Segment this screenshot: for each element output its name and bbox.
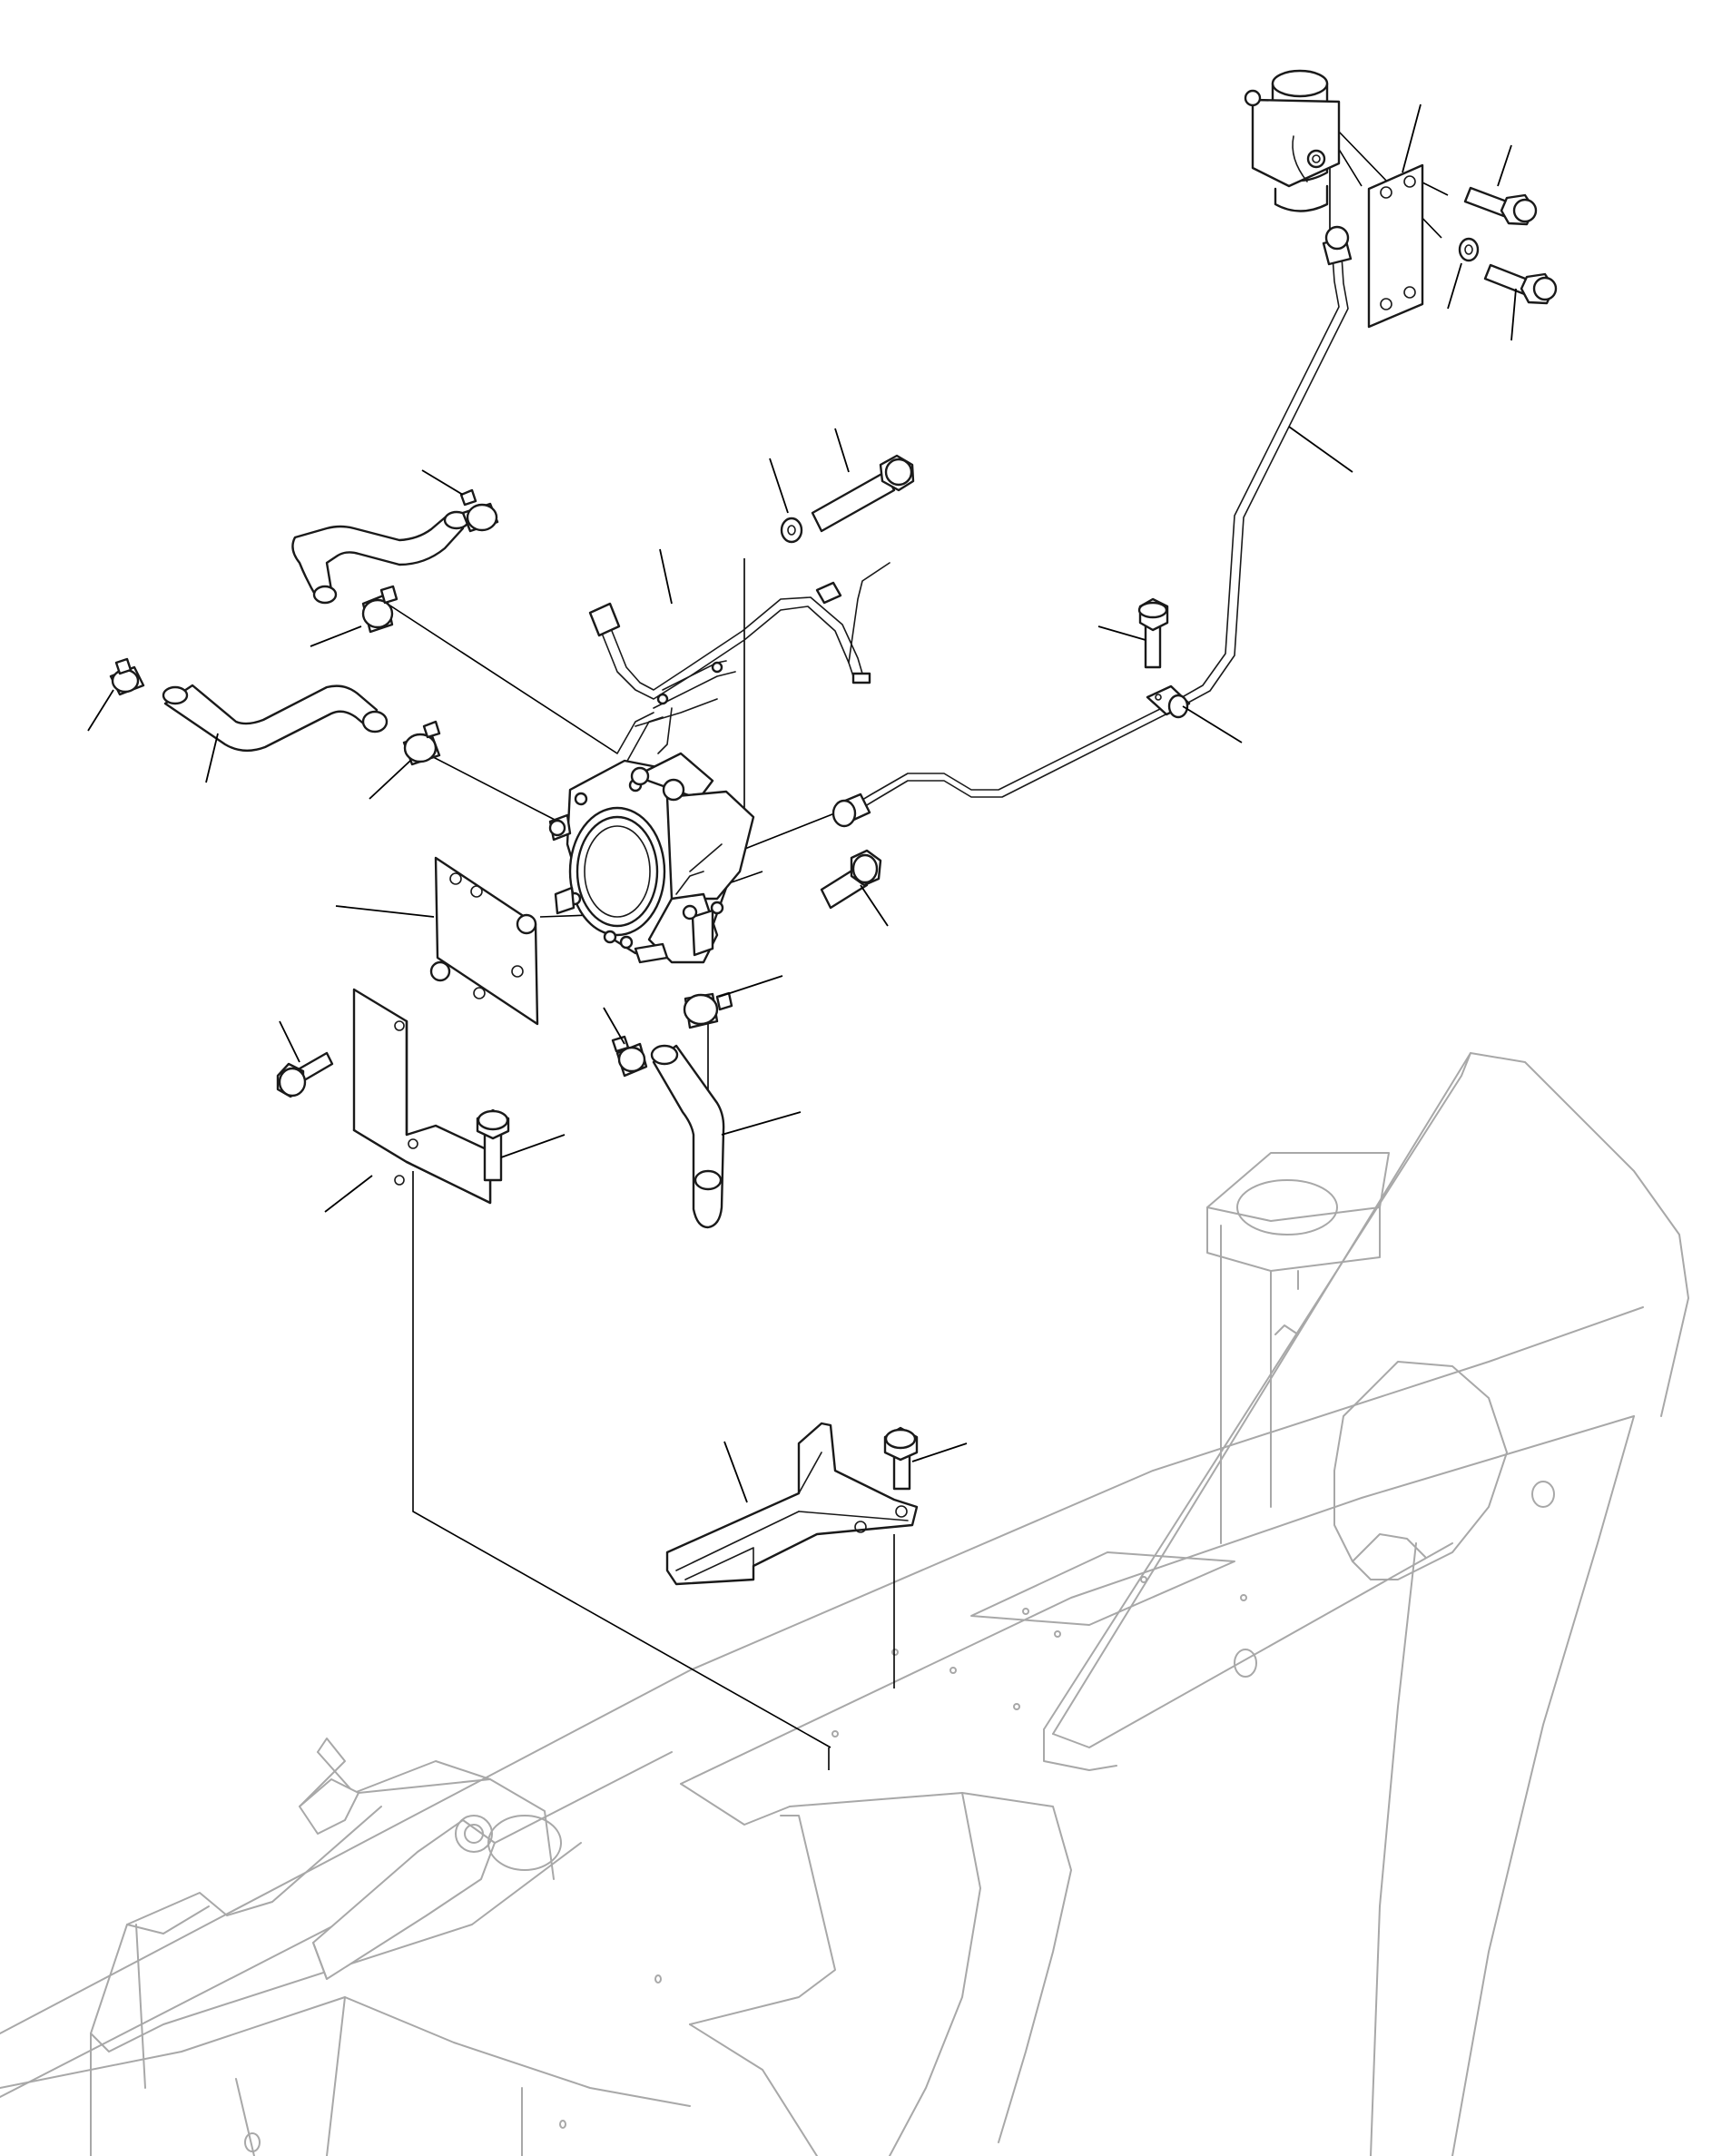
cover-bolt xyxy=(883,1426,919,1491)
solenoid-bracket-plate xyxy=(1367,163,1424,329)
machine-frame-outline xyxy=(0,1052,1689,2156)
bracket-bolt-left xyxy=(276,1051,334,1098)
top-washer xyxy=(780,517,803,544)
middle-hose xyxy=(162,684,389,752)
pipe-clip xyxy=(1146,684,1191,719)
leader-side-bolt xyxy=(860,884,889,927)
angle-bracket xyxy=(352,988,492,1205)
long-fuel-pipe xyxy=(831,225,1353,828)
leader-cover-bolt xyxy=(911,1442,968,1462)
side-mounting-bolt xyxy=(820,849,882,910)
leader-bolt-lower xyxy=(1510,288,1517,341)
leader-mounting-plate xyxy=(335,905,435,918)
leader-clamp-1 xyxy=(421,469,464,496)
leader-bracket-bolt-left xyxy=(279,1020,300,1063)
leader-cover-bracket xyxy=(723,1441,748,1503)
hose-clamp-2 xyxy=(361,585,398,634)
leader-bracket-bolt-right xyxy=(500,1134,566,1158)
leader-bolt-upper xyxy=(1497,144,1512,187)
callout-leaders xyxy=(87,103,1517,1503)
lower-hose xyxy=(650,1044,725,1229)
leader-angle-bracket xyxy=(324,1175,373,1213)
leader-clamp-2 xyxy=(310,625,362,647)
leader-long-bolt xyxy=(834,428,850,473)
leader-pipe-clip xyxy=(1182,705,1243,743)
bracket-bolt-right xyxy=(476,1108,510,1182)
hose-clamp-5 xyxy=(683,991,733,1029)
solenoid-bolt-lower xyxy=(1483,263,1558,305)
leader-fuel-pipe xyxy=(1288,426,1353,473)
fuel-cut-solenoid xyxy=(1244,69,1341,212)
frame-cover-bracket xyxy=(665,1422,919,1586)
clip-bolt xyxy=(1137,597,1169,669)
leader-lower-hose xyxy=(721,1111,802,1136)
leader-clamp-5 xyxy=(718,975,783,998)
mounting-plate xyxy=(429,856,539,1026)
solenoid-washer xyxy=(1458,237,1480,262)
leader-bracket-plate xyxy=(1402,103,1422,173)
leader-middle-hose xyxy=(205,733,219,783)
leader-top-washer xyxy=(769,458,789,514)
solenoid-bolt-upper xyxy=(1463,186,1538,226)
long-top-bolt xyxy=(811,454,915,533)
leader-clip-bolt xyxy=(1097,625,1146,641)
leader-washer xyxy=(1447,262,1462,310)
throttle-body xyxy=(548,752,755,964)
leader-clamp-4 xyxy=(369,760,411,800)
hose-clamp-1 xyxy=(459,488,499,533)
hose-clamp-3 xyxy=(109,657,145,696)
leader-harness xyxy=(659,548,673,605)
leader-clamp-3 xyxy=(87,689,114,732)
hose-clamp-4 xyxy=(402,720,441,766)
hose-clamp-6 xyxy=(611,1035,648,1078)
upper-hose xyxy=(291,510,470,605)
wire-harness xyxy=(588,562,890,763)
leader-clamp-6 xyxy=(603,1007,625,1045)
